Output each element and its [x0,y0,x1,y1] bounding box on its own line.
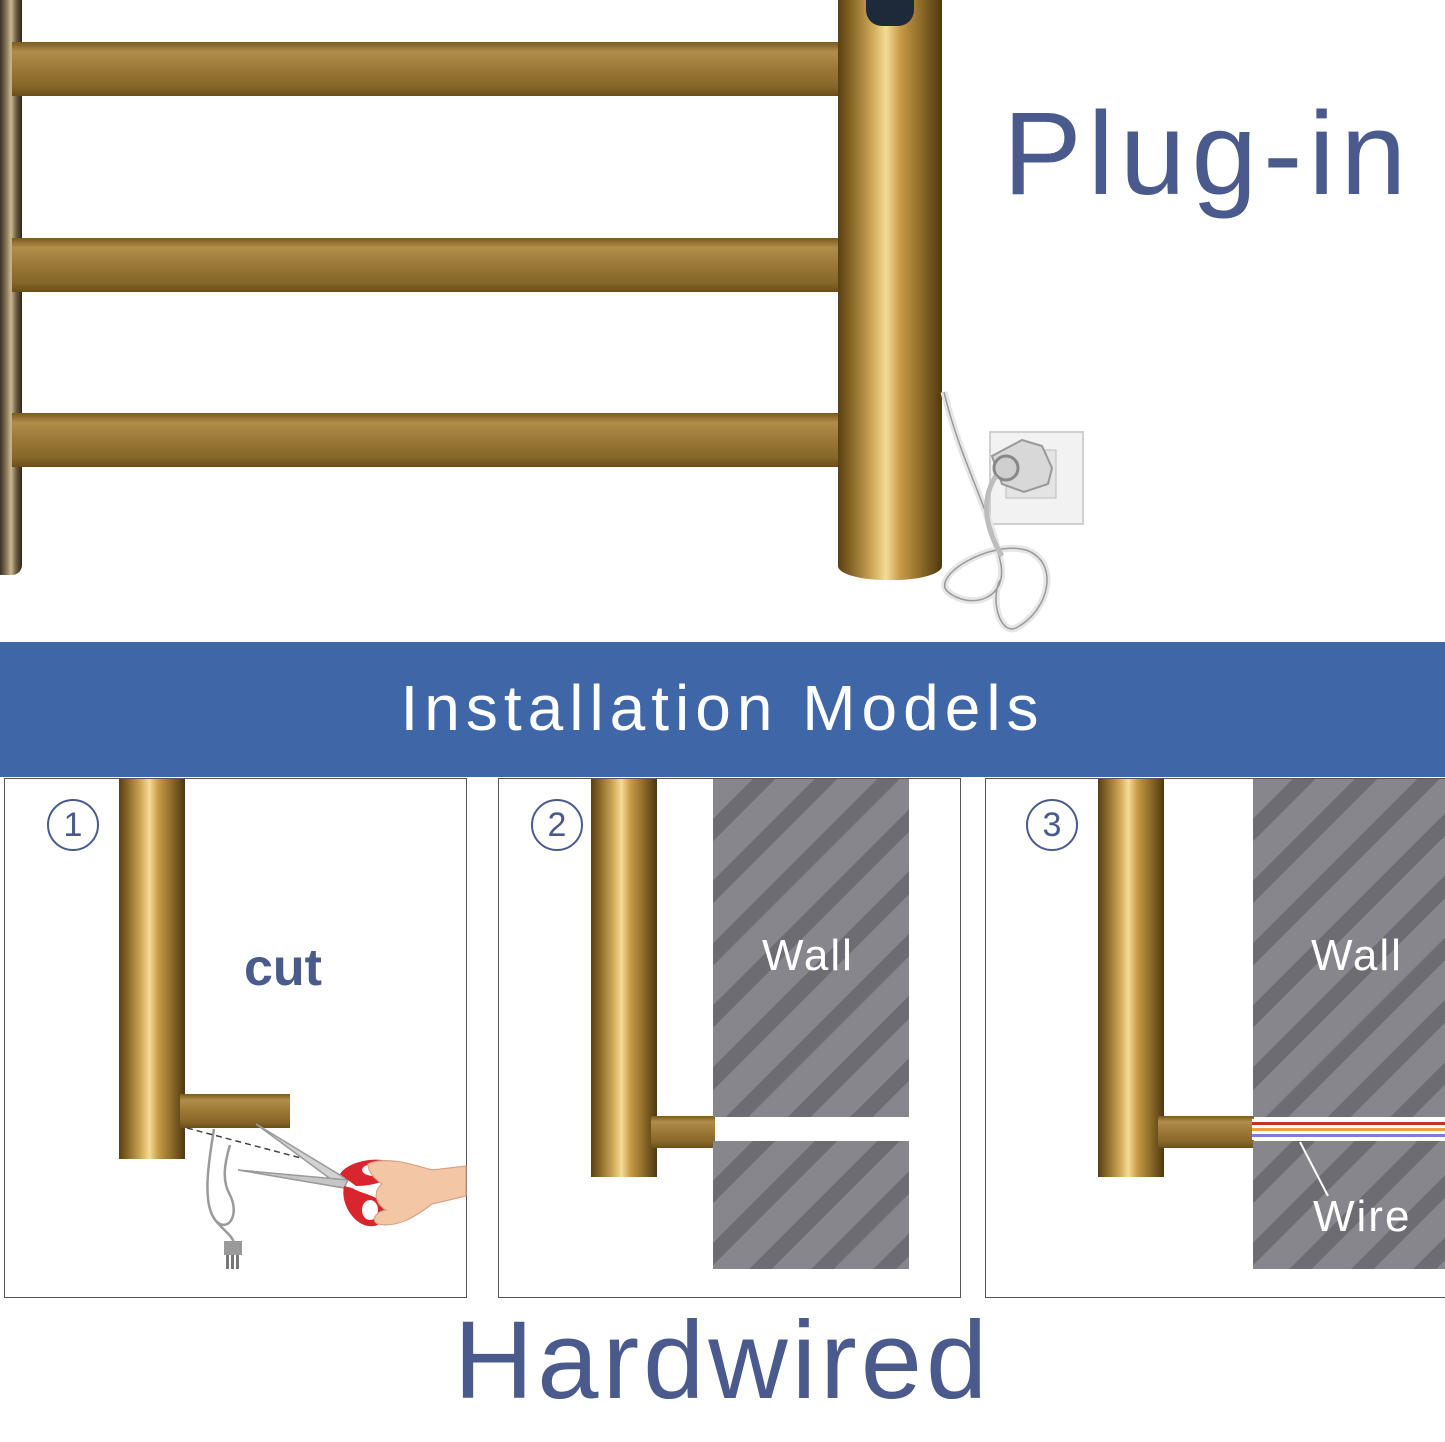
scissors-icon [237,1123,467,1227]
wall-label: Wall [1311,931,1403,980]
rack-right-post [838,0,942,580]
power-cord-icon [206,1128,242,1269]
wall-upper [1253,779,1445,1117]
banner-title: Installation Models [400,672,1045,744]
rack-post [119,779,185,1159]
wall-label: Wall [762,931,854,980]
wall-lower [713,1141,909,1269]
wire-lines [1252,1119,1445,1140]
step-panel-3: 3 [985,778,1445,1298]
plug-socket-icon [940,391,1084,633]
rack-post [591,779,657,1177]
rack-stub-bar [1158,1116,1254,1148]
wall-lower [1253,1141,1445,1269]
step-number-2: 2 [531,799,583,851]
rack-bar [12,238,842,292]
rack-bar [12,42,842,96]
rack-stub-bar [651,1116,715,1148]
installation-banner [0,642,1445,777]
control-knob-icon [866,0,914,26]
step-panel-2: 2 [498,778,961,1298]
wall-upper [713,779,909,1117]
hardwired-title: Hardwired [453,1299,992,1422]
wire-label: Wire [1313,1192,1412,1241]
rack-bar [12,413,842,467]
plug-in-title: Plug-in [1003,88,1413,220]
step-number-3: 3 [1026,799,1078,851]
rack-stub-bar [180,1094,290,1128]
wire-pointer [1299,1141,1329,1197]
step-number-1: 1 [47,799,99,851]
cut-label: cut [244,939,322,997]
rack-post [1098,779,1164,1177]
